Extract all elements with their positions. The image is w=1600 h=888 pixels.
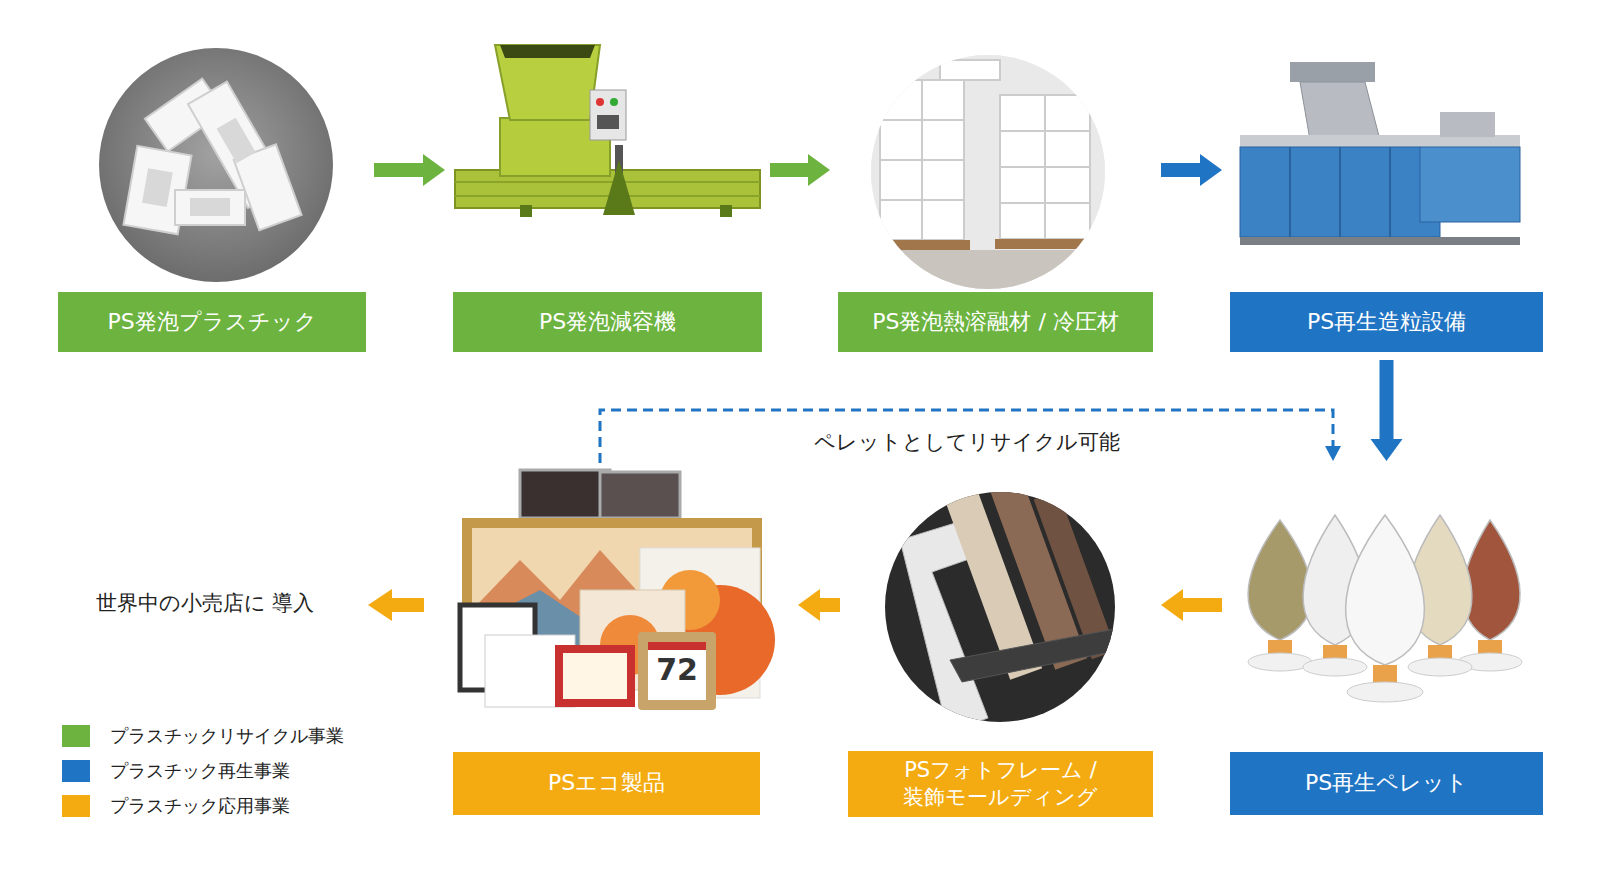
- flow-arrow: [600, 410, 1341, 463]
- legend-swatch: [62, 725, 90, 747]
- frames-picture: [460, 470, 775, 710]
- label-bar: PSフォトフレーム / 装飾モールディング: [848, 751, 1153, 817]
- legend-swatch: [62, 760, 90, 782]
- flow-arrow: [1371, 360, 1403, 461]
- step-label: PS発泡プラスチック: [107, 308, 316, 337]
- pelletizer-picture: [1240, 62, 1520, 245]
- legend-text: プラスチック応用事業: [110, 794, 290, 818]
- legend-swatch: [62, 795, 90, 817]
- step-label: PSエコ製品: [548, 769, 665, 798]
- step-label: PS発泡減容機: [539, 308, 676, 337]
- flow-arrow: [798, 589, 840, 621]
- flow-arrow: [374, 154, 445, 186]
- label-bar: PS再生ペレット: [1230, 752, 1543, 815]
- label-bar: PS発泡減容機: [453, 292, 762, 352]
- arrow-shape: [798, 589, 840, 621]
- note-text: 世界中の小売店に 導入: [95, 586, 315, 621]
- process-step: PSエコ製品: [445, 465, 790, 815]
- retail-arrow: [368, 589, 424, 621]
- label-bar: PS再生造粒設備: [1230, 292, 1543, 352]
- flow-arrow: [770, 154, 830, 186]
- compactor-picture: [455, 45, 760, 217]
- process-step: PSフォトフレーム / 装飾モールディング: [848, 495, 1153, 817]
- arrow-shape: [1161, 154, 1222, 186]
- legend-text: プラスチックリサイクル事業: [110, 724, 344, 748]
- bales-picture: [860, 50, 1120, 300]
- label-stack: PSエコ製品: [548, 769, 665, 798]
- process-step: PS発泡熱溶融材 / 冷圧材: [838, 35, 1153, 352]
- label-bar: PSエコ製品: [453, 752, 760, 815]
- label-bar: PS発泡熱溶融材 / 冷圧材: [838, 292, 1153, 352]
- pellets-picture: [1248, 515, 1522, 702]
- step-label: PSフォトフレーム / 装飾モールディング: [888, 757, 1113, 812]
- label-stack: PS再生ペレット: [1305, 769, 1468, 798]
- process-step: PS発泡減容機: [453, 35, 762, 352]
- process-step: PS再生造粒設備: [1230, 35, 1543, 352]
- process-step: PS再生ペレット: [1230, 465, 1543, 815]
- dashed-return-line: [600, 410, 1333, 463]
- label-bar: PS発泡プラスチック: [58, 292, 366, 352]
- arrow-shape: [374, 154, 445, 186]
- step-label: PS再生造粒設備: [1307, 308, 1466, 337]
- flow-arrow: [1161, 589, 1222, 621]
- label-stack: PS発泡プラスチック: [107, 308, 316, 337]
- arrow-shape: [1161, 589, 1222, 621]
- label-stack: PS発泡熱溶融材 / 冷圧材: [872, 308, 1119, 337]
- label-stack: PS発泡減容機: [539, 308, 676, 337]
- calendar-number: 72: [648, 655, 706, 685]
- legend-text: プラスチック再生事業: [110, 759, 290, 783]
- step-label: PS再生ペレット: [1305, 769, 1468, 798]
- process-step: PS発泡プラスチック: [58, 35, 366, 352]
- edge-label: ペレットとしてリサイクル可能: [810, 428, 1124, 456]
- legend-row: プラスチックリサイクル事業: [62, 724, 344, 748]
- moulding-picture: [885, 470, 1120, 732]
- flow-arrow: [1161, 154, 1222, 186]
- arrow-shape: [1371, 360, 1403, 461]
- label-stack: PS再生造粒設備: [1307, 308, 1466, 337]
- legend-row: プラスチック応用事業: [62, 794, 290, 818]
- foam-picture: [99, 48, 333, 282]
- arrow-shape: [770, 154, 830, 186]
- label-stack: PSフォトフレーム / 装飾モールディング: [888, 757, 1113, 812]
- legend-row: プラスチック再生事業: [62, 759, 290, 783]
- step-label: PS発泡熱溶融材 / 冷圧材: [872, 308, 1119, 337]
- arrow-head: [1325, 446, 1341, 461]
